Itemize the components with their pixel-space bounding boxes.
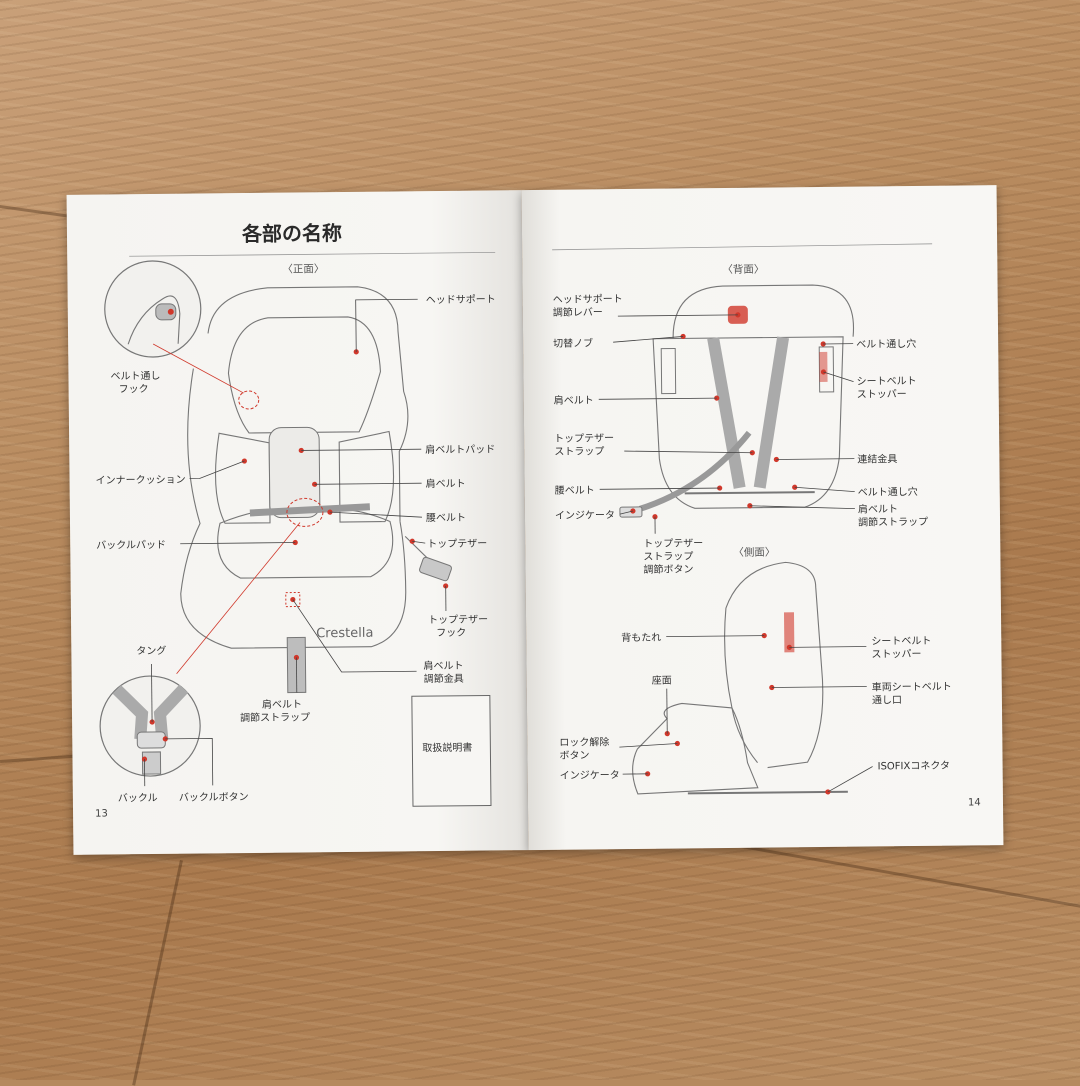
label-lock-release-1: ロック解除 [559,735,609,749]
shoulder-pad-shape [269,427,320,518]
label-lap-belt: 腰ベルト [426,512,466,524]
back-belt-right [758,337,785,487]
back-headrest-outline [673,285,854,339]
label-belt-hole-top: ベルト通し穴 [856,337,916,351]
page-title: 各部の名称 [241,221,342,246]
leader-back-lap-belt [600,488,720,489]
label-lever-2: 調節レバー [553,305,603,319]
top-tether-hook-shape [419,557,453,582]
label-back-shoulder-belt: 肩ベルト [554,393,594,406]
label-top-tether-hook-1: トップテザー [428,613,488,626]
side-backrest-inner [724,608,757,763]
stopper-shape [819,352,827,382]
adjust-fitting-dot [290,597,295,602]
isofix-bar [688,792,848,794]
label-side-indicator: インジケータ [560,769,620,782]
label-back-lap-belt: 腰ベルト [555,484,595,496]
label-backrest: 背もたれ [621,631,661,644]
label-tether-button-2: ストラップ [643,550,693,563]
label-inner-cushion: インナークッション [96,474,186,487]
label-adjust-strap-1: 肩ベルト [262,697,302,710]
right-page: 〈背面〉 [522,185,1004,850]
section-back: 〈背面〉 [722,263,764,276]
label-tether-button-3: 調節ボタン [643,562,693,576]
label-seat: 座面 [652,674,672,687]
label-back-stopper-2: ストッパー [857,388,907,401]
label-adjust-fitting-1: 肩ベルト [423,659,463,672]
label-back-indicator: インジケータ [555,509,615,522]
header-rule [552,244,932,250]
lap-belt-shape [250,507,370,513]
label-belt-hole-bottom: ベルト通し穴 [858,485,918,499]
buckle-base-shape [142,752,160,774]
label-side-stopper-2: ストッパー [871,648,921,661]
leader-connector [776,459,854,460]
page-number-right: 14 [968,797,981,808]
page-number-left: 13 [95,808,108,819]
title-rule [129,252,495,256]
leader-switch-knob [613,336,683,342]
left-page: 各部の名称 〈正面〉 ベルト通し フック Crestella [67,190,529,855]
lap-belt-back [685,492,815,493]
belt-hook-highlight [239,391,259,409]
label-shoulder-pad: 肩ベルトパッド [425,442,495,456]
back-side-view-diagram: 〈背面〉 [522,185,1004,850]
leader-vehicle-belt [772,687,867,688]
leader-lap-belt [330,511,422,518]
leader-inner-cushion [189,461,244,479]
label-adjust-fitting-2: 調節金具 [424,672,464,685]
back-body-outline [653,337,845,509]
head-support-shape [228,317,381,434]
label-buckle-button: バックルボタン [179,791,249,804]
leader-side-stopper [789,647,866,648]
label-top-tether: トップテザー [427,538,487,551]
belt-hook-inset [104,260,201,357]
leader-lever [618,315,738,316]
leader-buckle-pad [180,543,295,544]
label-manual: 取扱説明書 [422,741,472,755]
label-lock-release-2: ボタン [559,749,589,761]
section-side: 〈側面〉 [733,545,775,558]
belt-hole-shape-left [661,349,675,394]
label-isofix: ISOFIXコネクタ [878,760,950,773]
label-tongue: タング [136,644,166,657]
label-buckle-pad: バックルパッド [96,539,166,552]
label-side-stopper-1: シートベルト [871,635,931,648]
label-shoulder-belt: 肩ベルト [426,477,466,490]
label-tether-strap-2: ストラップ [554,445,604,458]
label-tether-button-1: トップテザー [643,537,703,550]
label-vehicle-belt-2: 通し口 [872,694,902,706]
label-switch-knob: 切替ノブ [553,336,593,349]
label-shoulder-adjust-1: 肩ベルト [858,502,898,515]
label-belt-hook-2: フック [119,383,149,395]
front-view-diagram: 各部の名称 〈正面〉 ベルト通し フック Crestella [67,190,529,855]
leader-backrest [666,636,764,637]
label-head-support: ヘッドサポート [426,293,496,306]
side-backrest-outline [725,562,823,768]
label-shoulder-adjust-2: 調節ストラップ [858,515,928,529]
leader-isofix [828,766,873,791]
leader-back-shoulder-belt [599,398,717,399]
brand-logo-text: Crestella [316,626,373,642]
label-vehicle-belt-1: 車両シートベルト [872,680,952,694]
leader-lock-release [619,744,677,748]
instruction-booklet: 各部の名称 〈正面〉 ベルト通し フック Crestella [67,185,1004,855]
label-belt-hook-1: ベルト通し [110,370,160,383]
buckle-shape [137,732,165,748]
label-tether-strap-1: トップテザー [554,432,614,445]
label-buckle: バックル [118,792,158,804]
section-front: 〈正面〉 [282,263,324,275]
label-adjust-strap-2: 調節ストラップ [240,710,310,724]
buckle-inset-connector [175,522,302,673]
side-seat-outline [632,703,758,794]
label-connector: 連結金具 [857,452,897,465]
label-lever-1: ヘッドサポート [553,293,623,306]
leader-shoulder-belt [315,483,422,484]
label-top-tether-hook-2: フック [436,627,466,639]
label-back-stopper-1: シートベルト [857,375,917,388]
